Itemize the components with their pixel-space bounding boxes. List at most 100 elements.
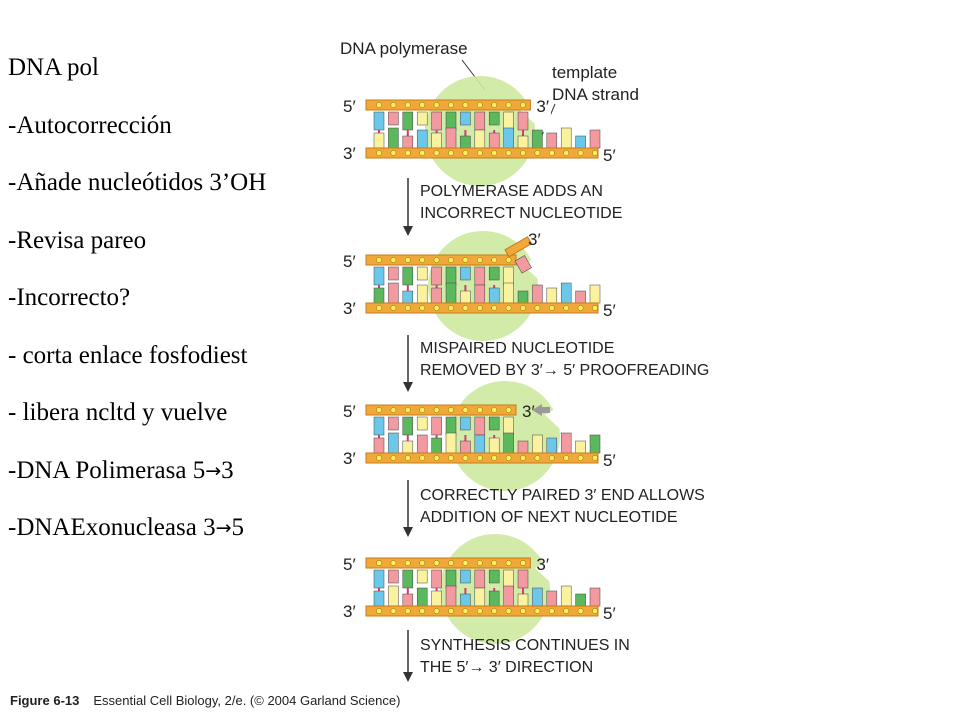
template-base <box>388 585 399 607</box>
step-2: MISPAIRED NUCLEOTIDE REMOVED BY 3′→ 5′ P… <box>403 335 709 392</box>
end-label-3: 3′ <box>536 555 549 574</box>
template-base <box>546 590 558 607</box>
phosphate <box>476 305 483 311</box>
arrow-down-icon <box>403 382 413 392</box>
template-base <box>445 282 457 304</box>
hydrogen-bond <box>464 588 467 596</box>
phosphate <box>505 305 512 311</box>
template-base <box>560 585 572 607</box>
template-base <box>416 434 428 454</box>
template-base <box>388 432 399 454</box>
nucleotide-base <box>388 569 399 584</box>
phosphate <box>433 407 440 413</box>
template-base <box>402 593 414 607</box>
phosphate <box>448 407 454 413</box>
step-text: SYNTHESIS CONTINUES IN <box>420 637 630 654</box>
phosphate <box>462 257 469 263</box>
phosphate <box>491 305 498 311</box>
phosphate <box>505 608 512 614</box>
phosphate <box>505 150 512 156</box>
phosphate <box>390 608 397 614</box>
nucleotide-base <box>460 266 471 281</box>
note-text: -Incorrecto? <box>8 284 131 311</box>
arrow-down-icon <box>403 527 413 537</box>
phosphate <box>433 305 440 311</box>
phosphate <box>520 455 526 461</box>
nucleotide-base <box>388 266 399 281</box>
phosphate <box>448 560 454 566</box>
template-base <box>546 132 558 149</box>
phosphate <box>476 407 483 413</box>
nucleotide-base <box>460 569 471 584</box>
step-3: CORRECTLY PAIRED 3′ END ALLOWS ADDITION … <box>403 480 705 537</box>
enzyme-cleft <box>523 247 555 295</box>
phosphate <box>433 257 440 263</box>
note-item: -DNA Polimerasa 5→3 <box>8 451 266 509</box>
hydrogen-bond <box>406 588 409 596</box>
dna-stage-1 <box>365 76 601 186</box>
phosphate <box>448 257 454 263</box>
template-base <box>460 440 471 454</box>
mispaired-nucleotide-backbone <box>504 236 533 258</box>
phosphate <box>419 560 426 566</box>
nucleotide-base <box>445 569 457 589</box>
phosphate <box>520 102 526 108</box>
phosphate <box>592 150 598 156</box>
hydrogen-bond <box>406 130 409 138</box>
hydrogen-bond <box>464 130 467 138</box>
end-label-3: 3′ <box>343 449 356 468</box>
template-base <box>388 127 399 149</box>
phosphate <box>563 455 570 461</box>
phosphate <box>577 455 584 461</box>
nucleotide-base <box>488 266 500 281</box>
hydrogen-bond <box>406 435 409 443</box>
note-item: - libera ncltd y vuelve <box>8 393 266 451</box>
phosphate <box>448 150 454 156</box>
phosphate <box>491 560 498 566</box>
note-item: -Añade nucleótidos 3’OH <box>8 163 266 221</box>
template-base <box>532 434 543 454</box>
template-label-line2: DNA strand <box>552 85 639 104</box>
arrow-down-icon <box>403 226 413 236</box>
template-base <box>503 127 514 149</box>
phosphate <box>520 608 526 614</box>
nucleotide-base <box>474 569 486 589</box>
note-text: DNA pol <box>8 54 99 81</box>
phosphate <box>419 257 426 263</box>
note-text: -Añade nucleótidos 3’OH <box>8 169 267 196</box>
end-label-3: 3′ <box>522 402 535 421</box>
note-text: -Autocorrección <box>8 111 172 139</box>
nucleotide-base <box>402 569 414 589</box>
template-base <box>575 440 586 454</box>
phosphate <box>462 608 469 614</box>
phosphate <box>534 608 541 614</box>
end-label-5: 5′ <box>603 604 616 623</box>
mispaired-nucleotide <box>514 255 532 274</box>
phosphate <box>462 305 469 311</box>
phosphate <box>390 407 397 413</box>
phosphate <box>577 150 584 156</box>
phosphate <box>491 102 498 108</box>
enzyme-cleft <box>535 550 567 598</box>
phosphate <box>404 560 411 566</box>
note-text: -DNAExonucleasa 3 <box>8 514 216 541</box>
nucleotide-base <box>373 416 385 436</box>
phosphate <box>376 560 382 566</box>
note-text-end: 5 <box>231 514 245 541</box>
notes-list: DNA pol -Autocorrección -Añade nucleótid… <box>8 48 266 566</box>
template-base <box>546 287 558 304</box>
nucleotide-base <box>503 266 514 286</box>
note-item: -DNAExonucleasa 3→5 <box>8 508 266 566</box>
note-title: DNA pol <box>8 48 266 106</box>
template-base <box>431 132 442 149</box>
end-label-3: 3′ <box>343 299 356 318</box>
template-base <box>488 287 500 304</box>
end-label-3: 3′ <box>343 144 356 163</box>
template-base <box>575 593 586 607</box>
nucleotide-base <box>474 416 486 436</box>
template-base <box>431 437 442 454</box>
nucleotide-base <box>503 416 514 436</box>
note-text: -Revisa pareo <box>8 226 147 254</box>
phosphate <box>419 407 426 413</box>
